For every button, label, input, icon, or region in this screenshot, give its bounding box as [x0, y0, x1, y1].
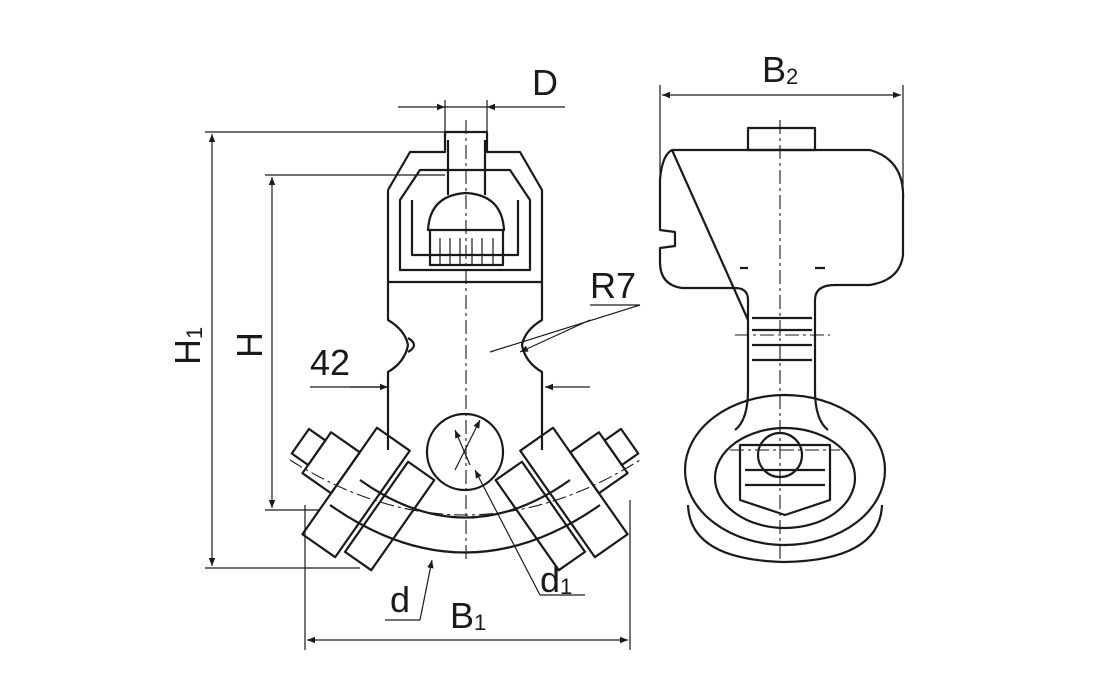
label-B2: B2	[762, 49, 798, 90]
dimensions-right	[659, 85, 904, 200]
label-H: H	[229, 332, 270, 358]
clamp-body	[386, 130, 544, 395]
label-d1: d1	[540, 559, 572, 600]
label-B1: B1	[450, 595, 486, 636]
disc	[683, 393, 887, 547]
label-H1: H1	[167, 327, 208, 365]
label-d: d	[390, 579, 410, 620]
dimensions-left	[205, 100, 641, 650]
side-view	[658, 120, 905, 564]
label-R7: R7	[590, 265, 636, 306]
label-D: D	[532, 62, 558, 103]
label-42: 42	[310, 342, 350, 383]
front-view	[289, 120, 641, 572]
hex-nut	[738, 443, 832, 517]
cap	[658, 148, 905, 322]
ball	[425, 412, 505, 492]
